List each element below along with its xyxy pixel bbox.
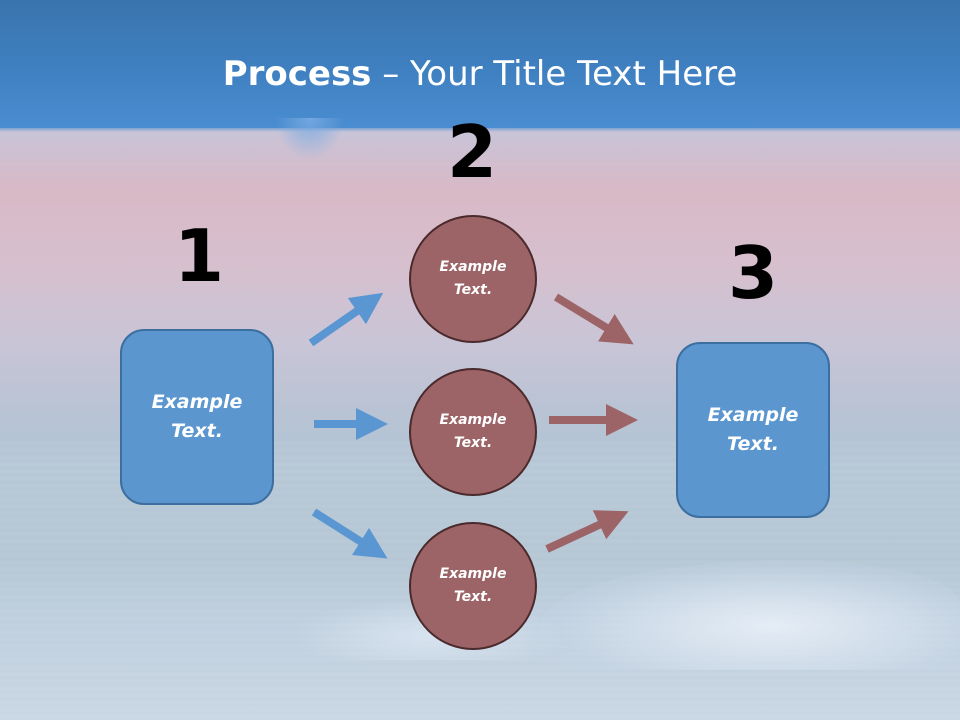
circle-bottom-text: Example Text.	[439, 566, 507, 605]
header-band	[0, 0, 960, 128]
circle-top-text: Example Text.	[439, 259, 507, 298]
step-number-3: 3	[727, 231, 779, 315]
circle-middle-text: Example Text.	[439, 412, 507, 451]
step-1-box[interactable]: Example Text.	[120, 329, 274, 505]
step-1-text: Example Text.	[151, 391, 243, 442]
arrow-blue-down	[311, 508, 388, 559]
slide-title[interactable]: Process – Your Title Text Here	[0, 50, 960, 98]
process-circle-top[interactable]: Example Text.	[409, 215, 537, 343]
arrow-blue-up	[308, 292, 384, 347]
step-3-box[interactable]: Example Text.	[676, 342, 830, 518]
step-number-1: 1	[173, 214, 225, 298]
step-3-text: Example Text.	[707, 404, 799, 455]
title-bold-part: Process	[222, 54, 372, 94]
arrow-brown-down	[553, 293, 634, 345]
arrow-brown-up	[545, 510, 629, 553]
step-number-2: 2	[446, 110, 498, 194]
title-rest-part: – Your Title Text Here	[371, 54, 738, 94]
process-circle-middle[interactable]: Example Text.	[409, 368, 537, 496]
process-circle-bottom[interactable]: Example Text.	[409, 522, 537, 650]
